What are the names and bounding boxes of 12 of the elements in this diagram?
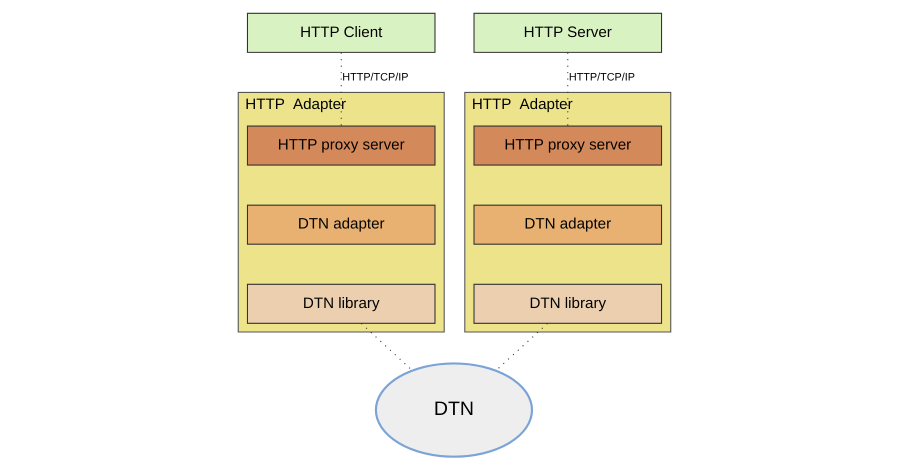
node-box: DTN library — [472, 283, 662, 324]
node-box: HTTP proxy server — [472, 125, 662, 166]
node-box: HTTP proxy server — [246, 125, 436, 166]
edge-label: HTTP/TCP/IP — [568, 71, 635, 84]
node-box: DTN adapter — [472, 204, 662, 244]
node-box: HTTP Client — [246, 12, 436, 52]
edge-label: HTTP/TCP/IP — [342, 71, 408, 84]
node-box: DTN library — [246, 283, 436, 324]
node-box: HTTP Server — [472, 12, 662, 52]
node-box: DTN adapter — [246, 204, 436, 244]
node-ellipse: DTN — [374, 362, 533, 458]
connector — [360, 322, 412, 370]
